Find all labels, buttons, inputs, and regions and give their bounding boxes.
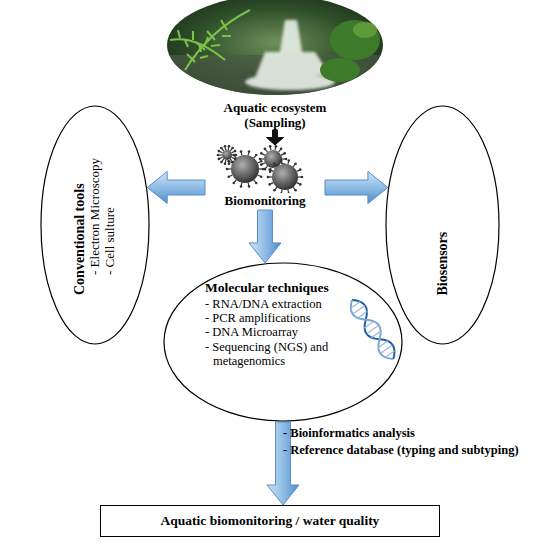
node-heading: Aquatic biomonitoring / water quality xyxy=(161,513,380,529)
node-heading: Aquatic ecosystem (Sampling) xyxy=(210,101,340,131)
ecosystem-node: Aquatic ecosystem (Sampling) xyxy=(165,0,385,130)
list-item: - DNA Microarray xyxy=(205,325,365,339)
list-item: - Cell sulture xyxy=(103,130,118,275)
waterfall-photo xyxy=(165,0,385,95)
virus-node: Biomonitoring xyxy=(205,145,325,210)
note-label: - Reference database (typing and subtypi… xyxy=(283,442,519,458)
node-heading: Molecular techniques xyxy=(205,280,365,296)
ellipse-outline xyxy=(385,105,500,345)
node-heading: Conventional tools xyxy=(72,130,88,295)
node-heading: Biomonitoring xyxy=(205,194,325,209)
rotated-text: Biosensors xyxy=(395,130,490,320)
technique-ellipse: Molecular techniques- RNA/DNA extraction… xyxy=(163,262,403,422)
result-box: Aquatic biomonitoring / water quality xyxy=(100,505,440,537)
block-arrow xyxy=(267,130,284,145)
block-arrow xyxy=(267,422,299,505)
list-item: - PCR amplifications xyxy=(205,311,365,325)
block-arrow xyxy=(147,172,205,204)
technique-ellipse: Biosensors xyxy=(385,105,500,345)
note-label: - Bioinformatics analysis xyxy=(283,425,415,441)
block-arrow xyxy=(325,172,388,204)
virus-icons xyxy=(205,145,325,193)
list-item: - Electron Microscopy xyxy=(88,130,103,275)
block-arrow xyxy=(249,210,281,263)
ellipse-text: Molecular techniques- RNA/DNA extraction… xyxy=(205,280,365,368)
list-item: - RNA/DNA extraction xyxy=(205,297,365,311)
node-heading: Biosensors xyxy=(434,130,450,295)
list-item: - Sequencing (NGS) and metagenomics xyxy=(205,340,365,369)
technique-ellipse: Conventional tools- Electron Microscopy-… xyxy=(40,105,150,345)
rotated-text: Conventional tools- Electron Microscopy-… xyxy=(50,130,140,320)
